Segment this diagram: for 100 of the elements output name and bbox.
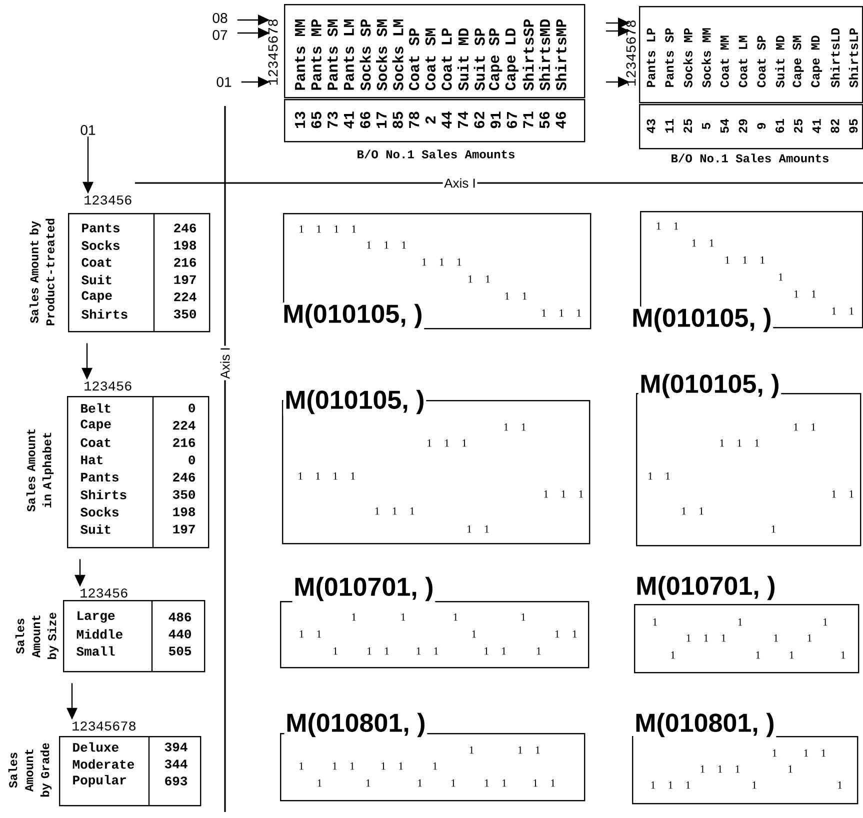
- table-entry: Pants: [81, 472, 118, 482]
- matrix-entry: 1 1: [332, 762, 354, 770]
- matrix-entry: 1 1 1 1: [300, 225, 356, 233]
- matrix-entry: 1 1: [505, 292, 527, 300]
- column-label: Socks SM: [376, 19, 388, 90]
- table-entry: Shirts: [82, 309, 128, 319]
- matrix-entry: 1 1: [794, 423, 816, 431]
- reference-label: 08: [212, 13, 228, 23]
- matrix-entry: 1: [352, 613, 356, 621]
- table-value: 54: [720, 118, 729, 133]
- column-label: Coat SM: [425, 28, 436, 90]
- matrix-title: M(010105, ): [281, 302, 424, 330]
- table-value: 17: [376, 112, 386, 128]
- column-label: ShirtsMP: [555, 19, 566, 90]
- column-label: Pants SM: [328, 19, 338, 90]
- table-entry: Coat: [82, 258, 112, 267]
- matrix-entry: 1 1 1: [726, 256, 764, 264]
- column-label: Socks MP: [683, 28, 692, 88]
- table-entry: Middle: [76, 629, 122, 639]
- column-label: Coat SP: [409, 28, 420, 90]
- column-label: Suit SP: [474, 28, 485, 90]
- table-value: 350: [172, 490, 195, 499]
- table-header: 12345678: [72, 721, 136, 731]
- matrix-entry: 1: [401, 613, 406, 621]
- column-label: Pants LP: [646, 28, 656, 87]
- matrix-entry: 1: [470, 746, 474, 754]
- matrix-entry: 1 1: [794, 290, 816, 298]
- table-value: 216: [174, 258, 196, 267]
- matrix-entry: 1 1: [534, 779, 555, 787]
- matrix-entry: 1: [738, 618, 742, 626]
- table-header: 123456: [84, 381, 132, 391]
- column-label: Coat SP: [757, 36, 766, 88]
- table-entry: Moderate: [72, 759, 134, 769]
- matrix-entry: 1 1: [656, 222, 678, 230]
- table-value: 61: [776, 119, 784, 133]
- table-value: 67: [506, 112, 517, 128]
- table-entry: Cape: [80, 420, 111, 431]
- matrix-entry: 1 1: [382, 762, 403, 770]
- matrix-entry: 1 1: [468, 275, 490, 283]
- column-label: Cape SM: [792, 36, 804, 88]
- table-entry: Belt: [81, 403, 110, 413]
- table-value: 350: [174, 310, 196, 318]
- matrix-entry: 1 1 1: [542, 309, 581, 317]
- matrix-entry: 1 1: [682, 507, 704, 515]
- matrix-entry: 1 1: [300, 630, 322, 638]
- matrix-entry: 1 1 1: [422, 258, 462, 266]
- matrix-entry: 1: [772, 525, 776, 533]
- matrix-entry: 1: [433, 762, 438, 770]
- table-entry: Large: [78, 611, 115, 623]
- table-value: 25: [684, 119, 692, 133]
- matrix-entry: 1: [790, 651, 794, 659]
- table-value: 74: [458, 111, 468, 128]
- column-label: Pants LM: [344, 19, 354, 90]
- matrix-entry: 1: [472, 630, 476, 638]
- table-entry: Shirts: [80, 490, 126, 500]
- matrix-entry: 1 1 1: [686, 634, 726, 642]
- matrix-entry: 1 1 1: [651, 781, 690, 789]
- column-label: Pants MM: [294, 19, 306, 90]
- table-value: 41: [812, 119, 821, 134]
- table-entry: Small: [76, 646, 115, 656]
- table-value: 197: [173, 524, 195, 534]
- matrix-entry: 1 1: [484, 647, 506, 655]
- table-entry: Suit: [82, 274, 112, 284]
- table-value: 71: [523, 112, 534, 128]
- table-entry: Deluxe: [73, 742, 118, 752]
- column-label: ShirtsLP: [848, 28, 858, 88]
- side-label: Sales Amount by Product-treated: [30, 218, 54, 326]
- column-label: Socks SP: [360, 19, 371, 90]
- table-value: 56: [539, 112, 550, 128]
- table-value: 43: [646, 119, 656, 134]
- matrix-title: M(010105, ): [630, 306, 774, 334]
- table-value: 216: [173, 438, 196, 448]
- side-label: Sales Amount by Size: [15, 612, 59, 660]
- matrix-entry: 1: [808, 634, 812, 642]
- column-label: Pants SP: [665, 28, 674, 87]
- table-entry: Popular: [73, 774, 126, 788]
- matrix-entry: 1 1: [467, 525, 489, 533]
- table-entry: Coat: [80, 438, 110, 448]
- matrix-entry: 1 1 1: [720, 439, 759, 447]
- matrix-entry: 1: [823, 618, 828, 626]
- matrix-entry: 1: [299, 762, 304, 770]
- column-label: Coat LP: [442, 28, 452, 90]
- column-label: Suit MD: [775, 36, 784, 88]
- table-value: 246: [174, 224, 196, 232]
- matrix-entry: 1 1: [504, 423, 526, 431]
- table-value: 44: [442, 111, 452, 128]
- matrix-entry: 1 1: [692, 239, 714, 247]
- table-value: 344: [164, 760, 188, 768]
- matrix-entry: 1 1: [832, 307, 854, 315]
- axis-label: Axis I: [218, 346, 232, 380]
- matrix-entry: 1: [752, 781, 756, 789]
- table-value: 41: [344, 112, 354, 128]
- table-value: 0: [188, 456, 195, 464]
- matrix-entry: 1: [671, 651, 675, 659]
- table-value: 11: [665, 119, 674, 133]
- matrix-entry: 1: [521, 613, 526, 621]
- table-entry: Suit: [80, 524, 110, 534]
- table-value: 82: [830, 119, 840, 133]
- matrix-entry: 1 1: [832, 490, 854, 498]
- matrix-title: M(010801, ): [284, 712, 428, 738]
